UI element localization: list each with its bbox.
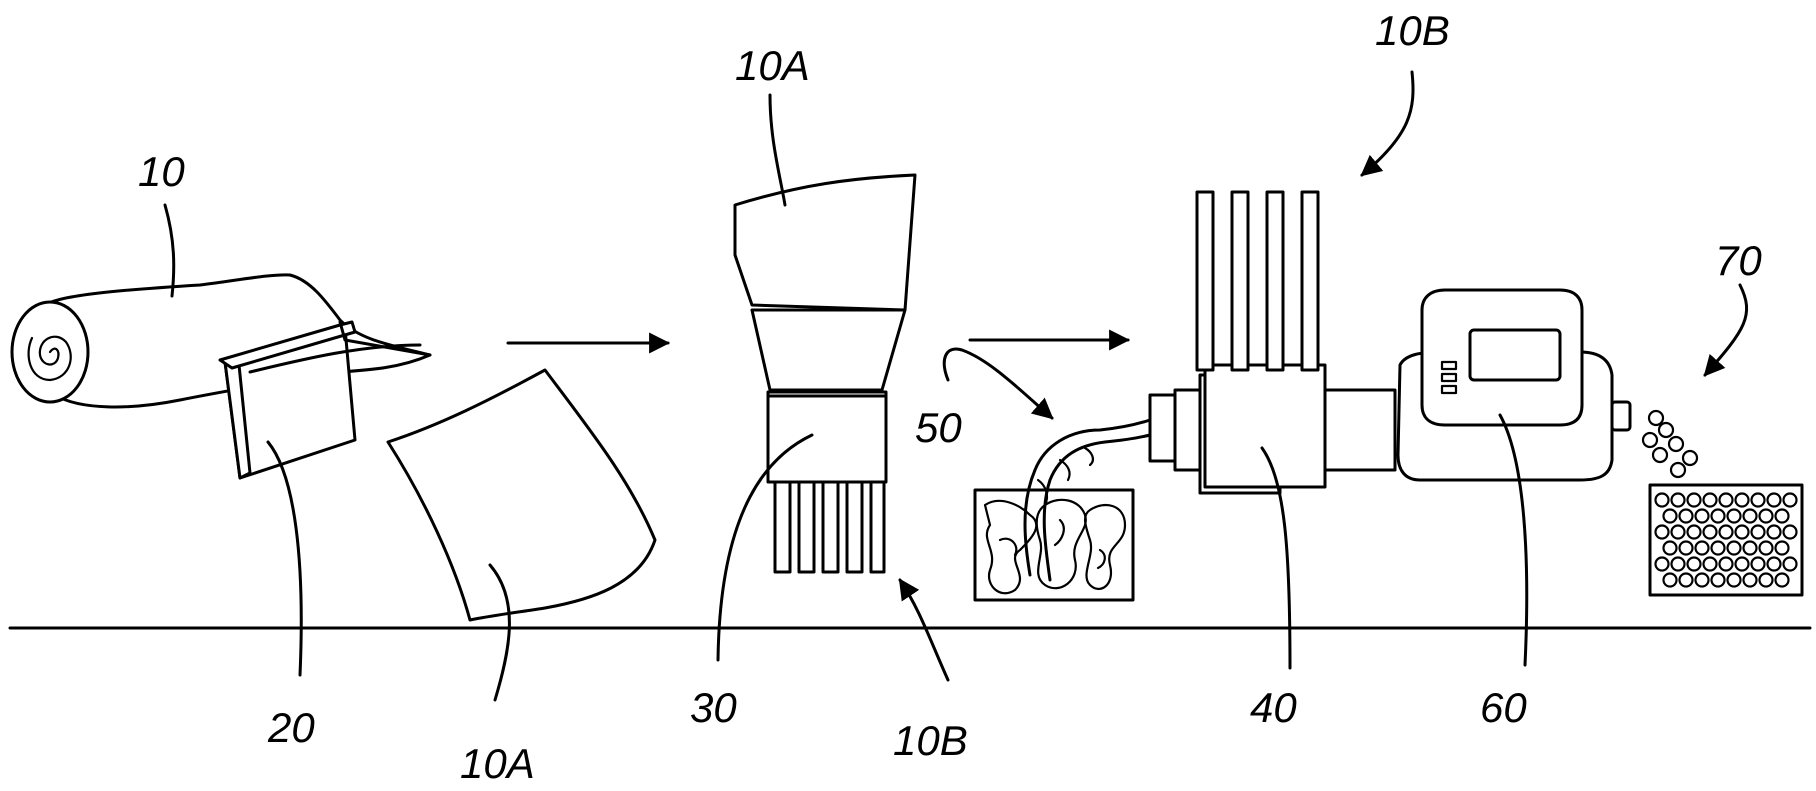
pellet <box>1726 540 1742 556</box>
pellet <box>1710 508 1726 524</box>
pellet <box>1686 492 1702 508</box>
pellet <box>1782 556 1798 572</box>
pellet <box>1758 508 1774 524</box>
pellet <box>1758 572 1774 588</box>
roll-leader <box>163 203 176 298</box>
cutter <box>218 320 432 480</box>
melt-bin <box>973 418 1152 602</box>
pelletizer-leader <box>1498 413 1529 667</box>
pellet <box>1734 492 1750 508</box>
label-funnel-input: 10A <box>735 42 810 89</box>
pellet <box>1774 540 1790 556</box>
funnel-leader <box>768 93 787 207</box>
pellet <box>1766 524 1782 540</box>
pellet <box>1678 572 1694 588</box>
pellet <box>1670 492 1686 508</box>
shredder <box>733 173 917 574</box>
extruder <box>1148 190 1397 495</box>
label-cutter: 20 <box>267 704 315 751</box>
pellet <box>1662 508 1678 524</box>
label-sheet: 10A <box>460 740 535 787</box>
melt-leader <box>942 347 1054 420</box>
pellet <box>1734 556 1750 572</box>
pellet <box>1718 524 1734 540</box>
cutter-leader <box>266 440 303 677</box>
strips-out-leader <box>898 578 950 682</box>
cut-sheet <box>386 368 657 622</box>
pellet <box>1686 524 1702 540</box>
pellet <box>1766 492 1782 508</box>
pellet <box>1774 572 1790 588</box>
pelletizer <box>1396 288 1632 482</box>
pellet <box>1670 556 1686 572</box>
pellet <box>1694 540 1710 556</box>
pellet <box>1654 556 1670 572</box>
label-strips-out: 10B <box>893 717 968 764</box>
bin-pellets <box>1654 492 1798 588</box>
pellet <box>1750 524 1766 540</box>
label-roll: 10 <box>138 148 185 195</box>
pellet <box>1670 524 1686 540</box>
label-melt: 50 <box>915 404 962 451</box>
pellet <box>1782 524 1798 540</box>
pellet <box>1750 492 1766 508</box>
label-strips-in: 10B <box>1375 7 1450 54</box>
label-shredder: 30 <box>690 684 737 731</box>
falling-pellets <box>1641 409 1699 479</box>
shredder-leader <box>716 433 814 662</box>
pellet <box>1702 492 1718 508</box>
label-pelletizer: 60 <box>1480 684 1527 731</box>
pellet <box>1686 556 1702 572</box>
film-roll <box>10 273 432 409</box>
pellet-bin <box>1648 483 1804 597</box>
pellet <box>1742 572 1758 588</box>
pellet <box>1726 572 1742 588</box>
pellet <box>1734 524 1750 540</box>
pellet <box>1694 572 1710 588</box>
pellet <box>1654 524 1670 540</box>
pellet <box>1782 492 1798 508</box>
pellet <box>1758 540 1774 556</box>
pellets-leader <box>1703 283 1749 377</box>
pellet <box>1742 540 1758 556</box>
pellet <box>1766 556 1782 572</box>
pellet <box>1678 540 1694 556</box>
sheet-leader <box>488 563 511 702</box>
label-pellets: 70 <box>1715 237 1762 284</box>
strips-in-leader <box>1360 70 1415 177</box>
pellet <box>1718 492 1734 508</box>
pellet <box>1702 524 1718 540</box>
pellet <box>1694 508 1710 524</box>
pellet <box>1774 508 1790 524</box>
pellet <box>1702 556 1718 572</box>
label-extruder: 40 <box>1250 684 1297 731</box>
pellet <box>1662 572 1678 588</box>
pellet <box>1750 556 1766 572</box>
pellet <box>1742 508 1758 524</box>
pellet <box>1662 540 1678 556</box>
pellet <box>1726 508 1742 524</box>
pellet <box>1718 556 1734 572</box>
pellet <box>1710 572 1726 588</box>
pellet <box>1654 492 1670 508</box>
extruder-leader <box>1260 446 1292 670</box>
pellet <box>1710 540 1726 556</box>
pellet <box>1678 508 1694 524</box>
